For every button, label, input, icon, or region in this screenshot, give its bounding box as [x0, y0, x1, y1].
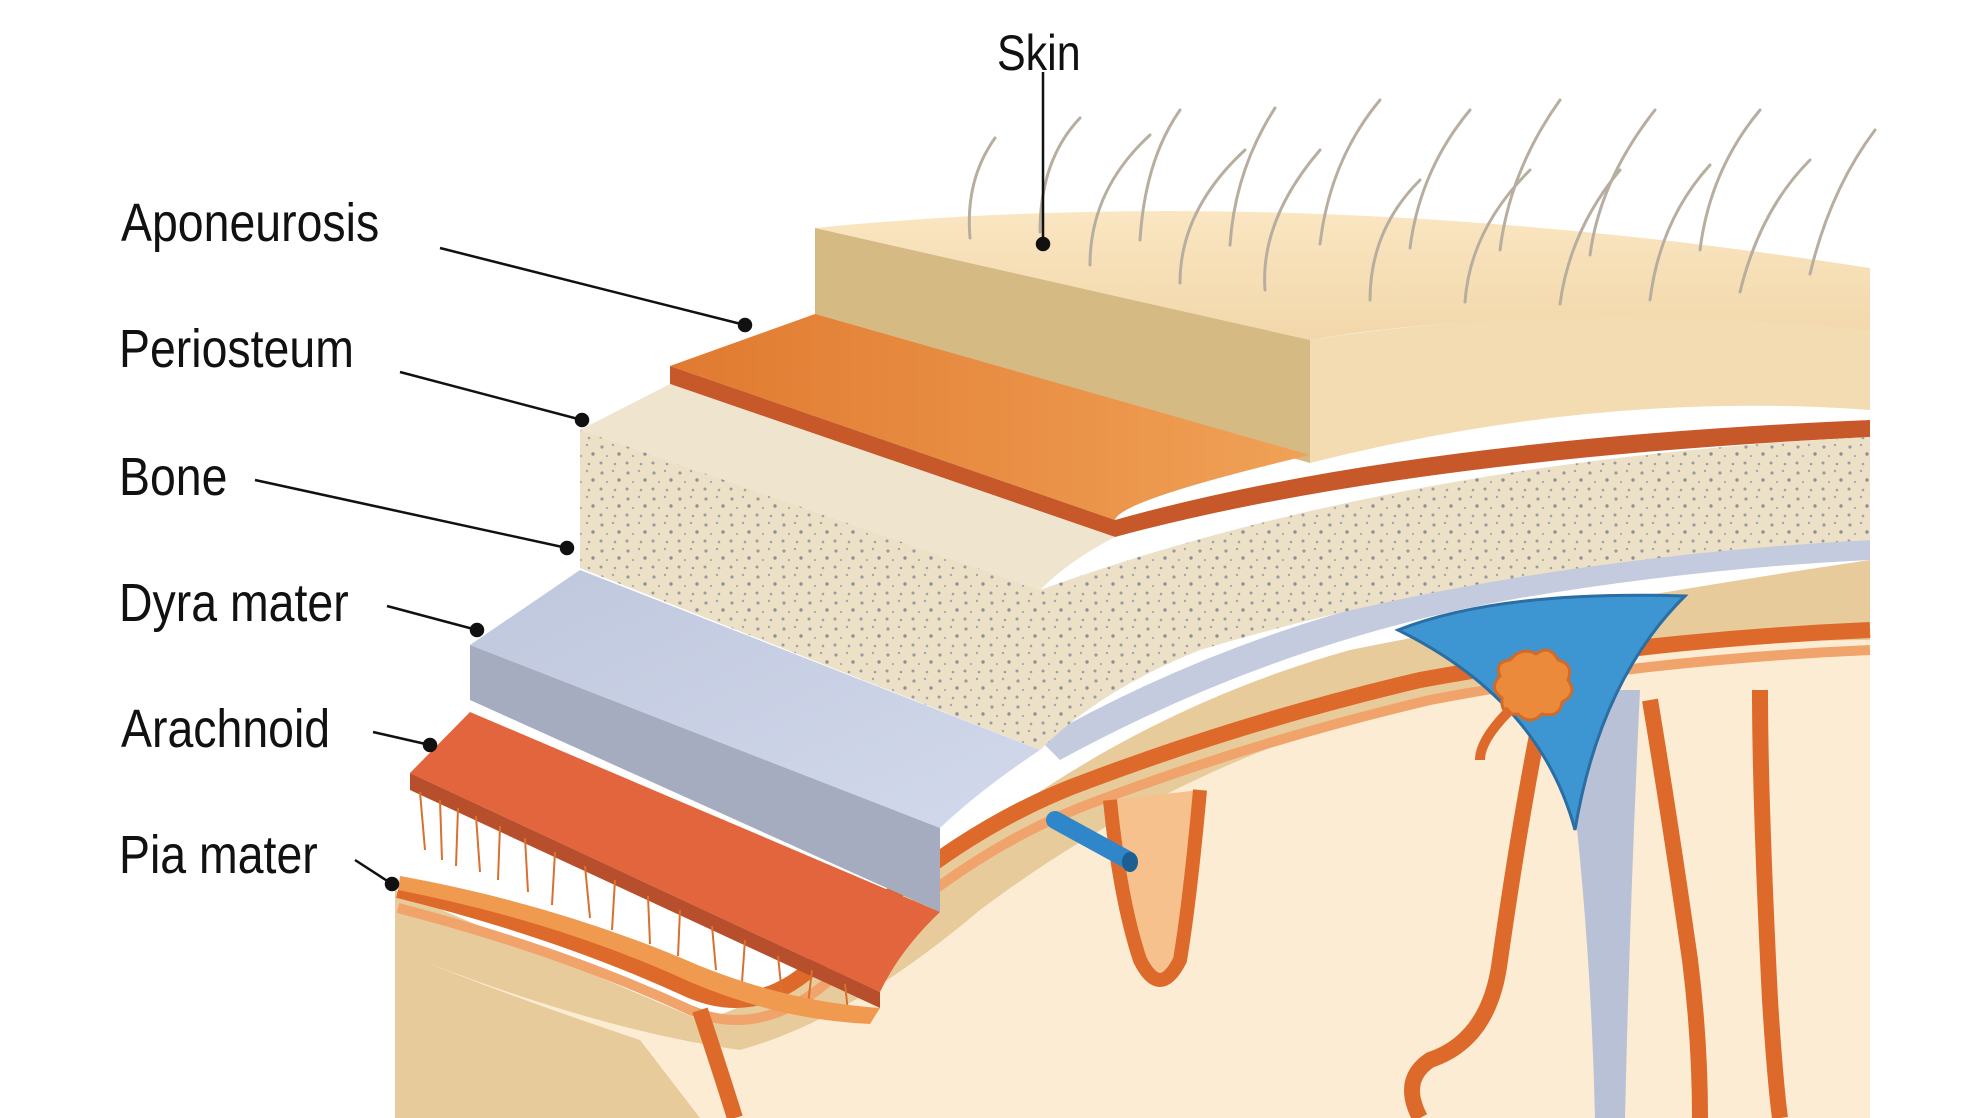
leader-dot-dura	[471, 624, 483, 636]
leader-dot-skin	[1037, 238, 1049, 250]
label-periosteum: Periosteum	[119, 322, 354, 376]
leader-dura	[387, 606, 477, 630]
label-dura-mater: Dyra mater	[119, 576, 349, 630]
leader-aponeurosis	[440, 248, 745, 325]
label-arachnoid: Arachnoid	[121, 702, 330, 756]
leader-arachnoid	[373, 732, 430, 745]
label-bone: Bone	[119, 450, 227, 504]
leader-dot-pia	[386, 878, 398, 890]
blue-vessel-end	[1122, 852, 1138, 872]
label-pia-mater: Pia mater	[119, 828, 318, 882]
leader-dot-aponeurosis	[739, 319, 751, 331]
label-aponeurosis: Aponeurosis	[121, 196, 379, 250]
label-skin: Skin	[997, 28, 1081, 78]
leader-dot-periosteum	[576, 414, 588, 426]
leader-bone	[255, 480, 567, 548]
leader-dot-bone	[561, 542, 573, 554]
leader-periosteum	[400, 372, 582, 420]
leader-dot-arachnoid	[424, 739, 436, 751]
